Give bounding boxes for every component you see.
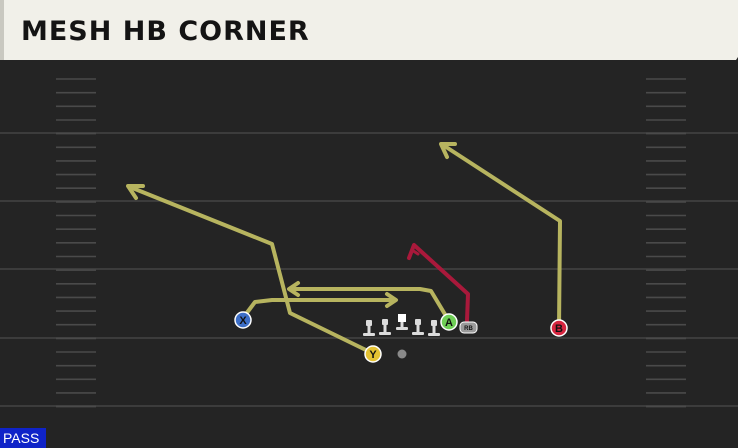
player-y-label: Y	[369, 349, 377, 361]
lineman-icon	[379, 319, 391, 335]
center-icon	[396, 314, 408, 330]
player-b-label: B	[555, 323, 563, 335]
route-a-mesh	[289, 287, 451, 323]
route-arrow-icon	[385, 292, 398, 308]
play-type-badge: PASS	[0, 428, 46, 448]
route-y-post	[128, 185, 372, 354]
player-b[interactable]: B	[550, 319, 568, 337]
play-header: MESH HB CORNER	[0, 0, 738, 62]
player-a-label: A	[445, 317, 453, 329]
player-x-label: X	[239, 315, 247, 327]
hash-marks-right	[646, 78, 686, 408]
route-arrow-icon	[126, 184, 145, 200]
route-b-corner	[441, 143, 562, 330]
lineman-icon	[412, 319, 424, 335]
player-rb-marker	[459, 321, 478, 334]
lineman-icon	[363, 320, 375, 336]
qb-dot-icon	[397, 349, 407, 359]
player-b-marker	[550, 319, 568, 337]
offensive-line	[363, 314, 440, 336]
route-arrow-icon	[407, 248, 420, 260]
player-y-marker	[364, 345, 382, 363]
route-arrow-icon	[287, 281, 300, 297]
player-rb-label: RB	[464, 326, 473, 332]
player-x-marker	[234, 311, 252, 329]
play-title: MESH HB CORNER	[21, 16, 310, 47]
routes	[126, 142, 562, 354]
route-arrow-icon	[439, 142, 457, 159]
player-rb[interactable]: RB	[459, 321, 478, 334]
player-y[interactable]: Y	[364, 345, 382, 363]
yard-lines	[0, 132, 738, 407]
route-x-mesh	[241, 298, 397, 320]
player-a[interactable]: A	[440, 313, 458, 331]
player-a-marker	[440, 313, 458, 331]
hash-marks-left	[56, 78, 96, 408]
lineman-icon	[428, 320, 440, 336]
player-x[interactable]: X	[234, 311, 252, 329]
header-banner	[0, 0, 738, 60]
